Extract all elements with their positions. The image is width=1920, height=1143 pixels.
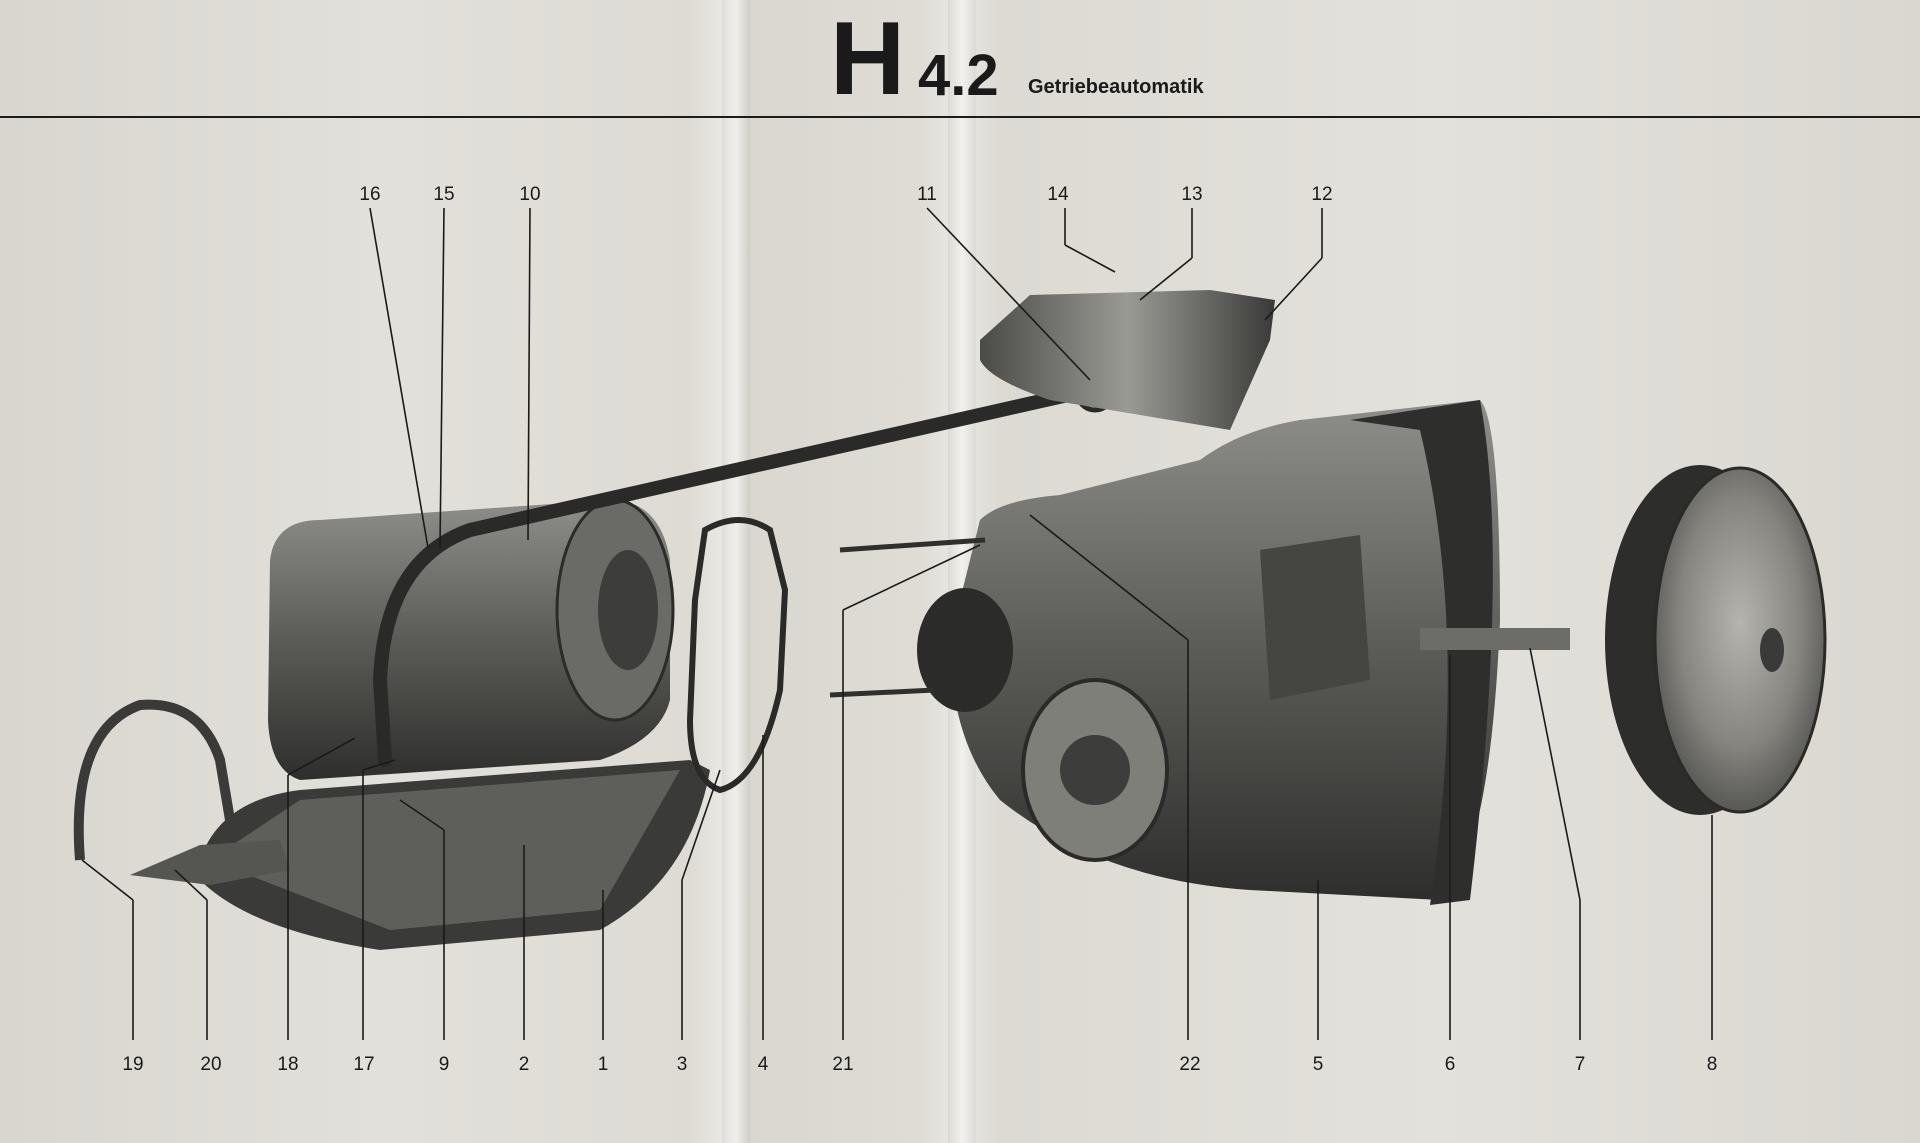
leader-lines	[81, 207, 1713, 1040]
section-title: Getriebeautomatik	[1028, 76, 1204, 98]
callout-3: 3	[676, 1054, 688, 1075]
callout-11: 11	[917, 184, 937, 205]
callout-21: 21	[832, 1054, 854, 1075]
callout-7: 7	[1574, 1054, 1586, 1075]
callout-2: 2	[518, 1054, 530, 1075]
callout-4: 4	[757, 1054, 769, 1075]
gasket	[686, 517, 789, 794]
callout-17: 17	[353, 1054, 375, 1075]
paper-fold	[722, 0, 750, 1143]
callout-9: 9	[438, 1054, 450, 1075]
section-number: 4.2	[918, 43, 999, 108]
bracket-cover	[980, 290, 1275, 430]
section-letter: H	[830, 1, 905, 117]
callout-1: 1	[597, 1054, 609, 1075]
transmission-housing	[268, 498, 675, 780]
bell-housing	[950, 400, 1500, 905]
callout-5: 5	[1312, 1054, 1324, 1075]
selector-lever	[73, 699, 290, 885]
final-drive-flange	[1021, 678, 1169, 862]
input-shaft	[1420, 628, 1570, 650]
callout-12: 12	[1311, 184, 1333, 205]
callout-8: 8	[1706, 1054, 1718, 1075]
oil-pan	[200, 760, 710, 950]
callout-14: 14	[1047, 184, 1069, 205]
callout-16: 16	[359, 184, 381, 205]
studs	[829, 537, 986, 698]
drive-shaft-cover	[917, 588, 1013, 712]
callout-20: 20	[200, 1054, 222, 1075]
callout-10: 10	[519, 184, 541, 205]
callout-15: 15	[433, 184, 455, 205]
callout-6: 6	[1444, 1054, 1456, 1075]
callout-18: 18	[277, 1054, 299, 1075]
callout-22: 22	[1179, 1054, 1201, 1075]
callout-19: 19	[122, 1054, 144, 1075]
torque-converter	[1605, 465, 1827, 815]
page-header: H 4.2 Getriebeautomatik	[0, 0, 1920, 118]
callout-13: 13	[1181, 184, 1203, 205]
header-rule	[0, 116, 1920, 118]
